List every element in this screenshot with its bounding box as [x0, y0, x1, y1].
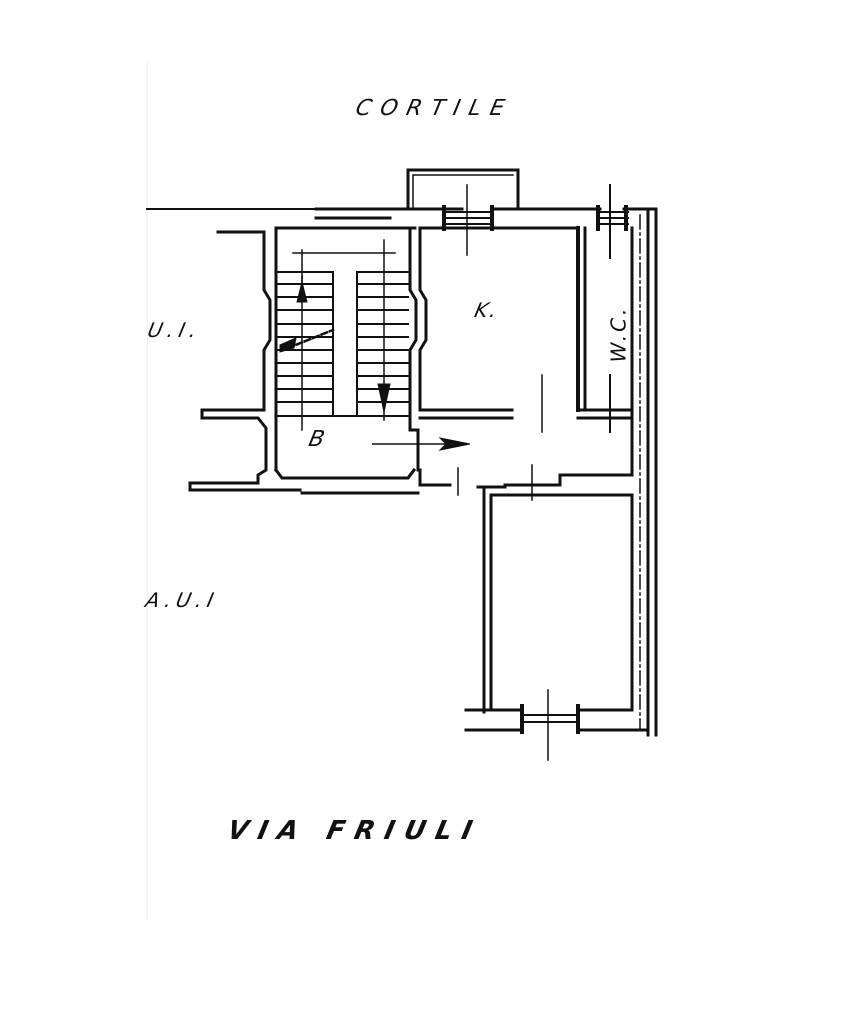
label-other-adjacent-unit: A.U.I	[143, 588, 221, 612]
scan-margin-line	[147, 60, 148, 920]
balcony	[406, 168, 520, 211]
kitchen-window-top	[442, 184, 494, 256]
wc-walls	[609, 226, 634, 433]
exterior-wall-east	[639, 207, 658, 737]
front-window	[520, 689, 580, 761]
label-adjacent-unit: U.I.	[145, 318, 204, 342]
stair-landing-marker-icon	[279, 337, 297, 353]
stairwell-walls	[273, 226, 420, 480]
entrance-arrow-icon	[372, 437, 471, 451]
room-front-walls	[464, 485, 650, 732]
stair-treads-left	[277, 271, 334, 417]
wc-window-top	[596, 184, 629, 259]
label-courtyard: CORTILE	[353, 96, 516, 121]
neighbour-walls	[188, 230, 420, 495]
kitchen-walls	[418, 226, 634, 433]
label-street: VIA FRIULI	[224, 816, 485, 846]
stair-down-arrow-icon	[377, 383, 391, 413]
stair-treads-right	[277, 271, 409, 417]
stair-up-arrow-icon	[296, 275, 308, 303]
label-bathroom: W.C.	[606, 305, 631, 363]
corridor-walls	[418, 416, 634, 501]
